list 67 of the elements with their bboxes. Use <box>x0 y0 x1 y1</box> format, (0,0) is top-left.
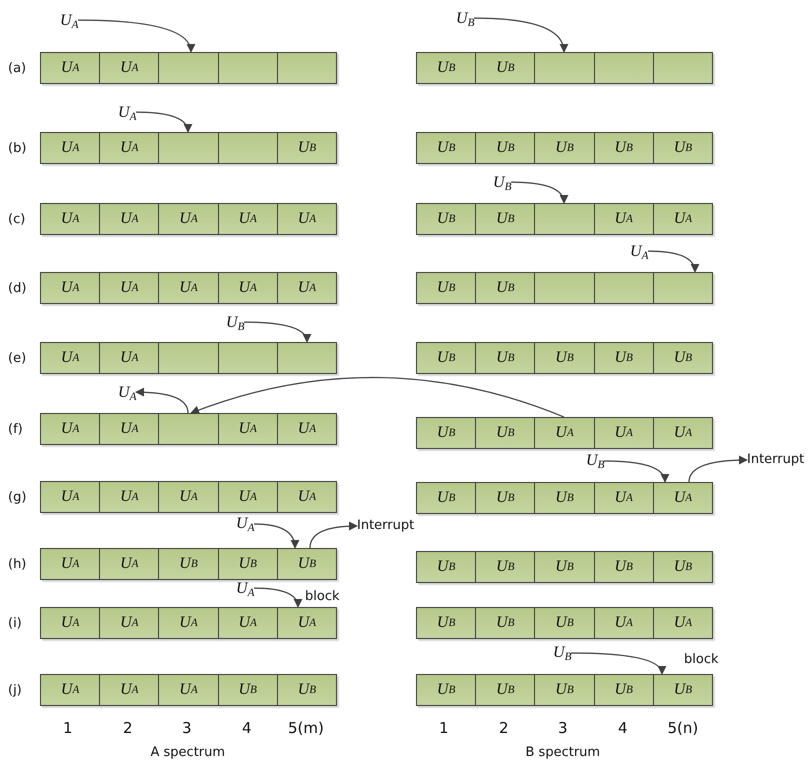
spectrum-slot <box>158 52 219 84</box>
axis-caption: A spectrum <box>150 745 226 760</box>
user-label: U$_{A}$ <box>630 243 648 261</box>
event-label: block <box>305 589 340 605</box>
user-label: U$_{B}$ <box>586 452 604 470</box>
spectrum-slot <box>594 272 654 304</box>
event-label: Interrupt <box>747 452 804 468</box>
channel-number: 1 <box>439 720 449 736</box>
user-label: U$_{B}$ <box>493 174 512 192</box>
user-label: U$_{A}$ <box>118 384 136 402</box>
user-label: U$_{A}$ <box>60 12 78 30</box>
channel-number: 4 <box>242 720 252 736</box>
arrow <box>136 112 192 133</box>
spectrum-slot <box>652 52 713 84</box>
spectrum-slot <box>218 132 278 164</box>
spectrum-slot <box>652 272 713 304</box>
arrow <box>510 182 568 204</box>
event-label: block <box>684 652 718 668</box>
event-label: Interrupt <box>357 518 414 534</box>
channel-number: 4 <box>618 720 628 736</box>
row-label: (j) <box>8 683 22 699</box>
row-label: (d) <box>8 281 26 297</box>
row-label: (h) <box>8 557 26 573</box>
channel-number: 1 <box>63 720 73 736</box>
arrow <box>474 18 568 53</box>
spectrum-slot <box>158 342 219 374</box>
arrow <box>135 388 189 414</box>
spectrum-slot <box>158 413 219 445</box>
user-label: U$_{B}$ <box>226 314 244 332</box>
spectrum-slot <box>594 52 654 84</box>
axis-caption: B spectrum <box>526 745 600 760</box>
arrow <box>604 460 668 483</box>
row-label: (g) <box>8 490 26 506</box>
arrow <box>648 250 699 273</box>
arrow <box>254 523 299 549</box>
arrow <box>78 20 194 53</box>
channel-number: 3 <box>558 720 568 736</box>
spectrum-slot <box>534 272 595 304</box>
arrow <box>190 376 564 418</box>
arrow <box>244 322 310 343</box>
row-label: (e) <box>8 351 26 367</box>
user-label: U$_{B}$ <box>456 10 474 28</box>
row-label: (i) <box>8 616 22 632</box>
row-label: (a) <box>8 61 26 77</box>
spectrum-slot <box>276 342 337 374</box>
spectrum-slot <box>218 342 278 374</box>
spectrum-slot <box>158 132 219 164</box>
row-label: (b) <box>8 141 26 157</box>
spectrum-slot <box>534 52 595 84</box>
user-label: U$_{B}$ <box>553 644 572 662</box>
channel-number: 2 <box>499 720 509 736</box>
user-label: U$_{A}$ <box>236 515 254 533</box>
spectrum-slot <box>218 52 278 84</box>
row-label: (f) <box>8 422 23 438</box>
user-label: U$_{A}$ <box>236 580 254 598</box>
arrow <box>309 522 358 548</box>
arrow <box>254 588 302 608</box>
arrow <box>571 652 665 675</box>
spectrum-slot <box>534 203 595 235</box>
channel-number: 5(m) <box>288 720 324 736</box>
spectrum-slot <box>276 52 337 84</box>
arrow <box>688 456 748 482</box>
row-label: (c) <box>8 212 26 228</box>
channel-number: 2 <box>123 720 133 736</box>
user-label: U$_{A}$ <box>118 104 136 122</box>
channel-number: 5(n) <box>668 720 698 736</box>
channel-number: 3 <box>182 720 192 736</box>
